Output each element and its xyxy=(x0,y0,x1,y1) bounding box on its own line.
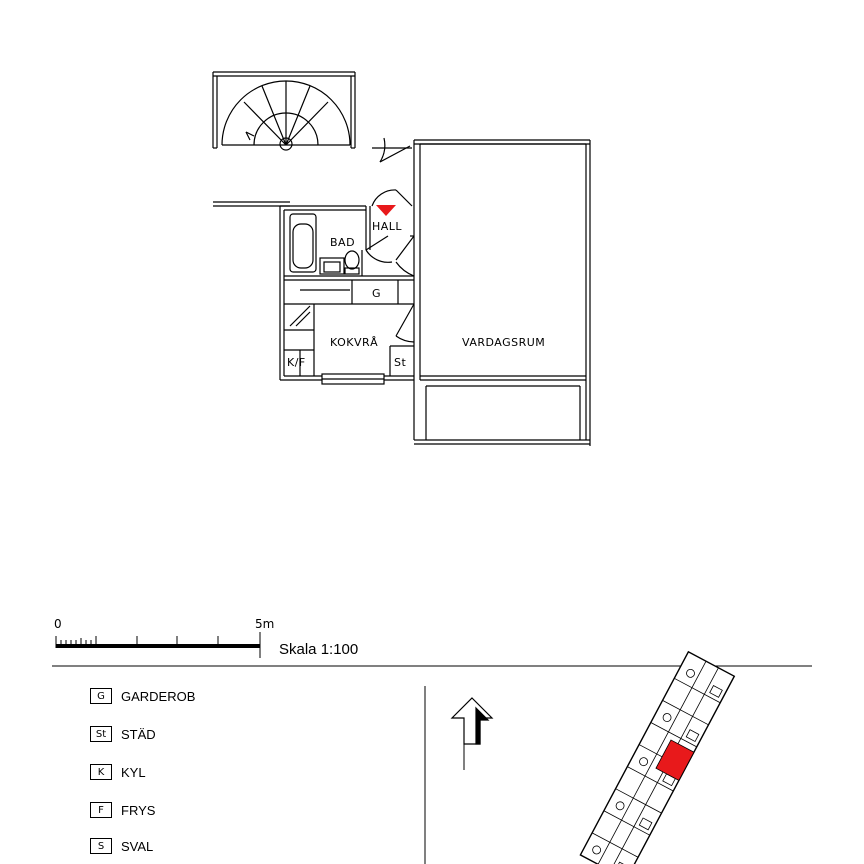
scale-text: Skala 1:100 xyxy=(279,641,358,658)
legend-label: KYL xyxy=(121,764,146,780)
kitchen-window xyxy=(321,373,385,385)
red-triangle-icon xyxy=(376,205,396,216)
legend-code: F xyxy=(90,802,112,818)
legend-item: S SVAL xyxy=(90,836,153,856)
bathtub xyxy=(289,213,317,273)
room-label-kf: K/F xyxy=(287,356,306,369)
legend-item: K KYL xyxy=(90,762,146,782)
legend-item: G GARDEROB xyxy=(90,686,195,706)
kitchen-door xyxy=(395,303,415,343)
room-label-hall: HALL xyxy=(372,220,402,233)
room-label-kokvra: KOKVRÅ xyxy=(330,336,378,349)
legend-label: STÄD xyxy=(121,726,156,742)
apartment-core-walls xyxy=(279,205,414,381)
legend-code: St xyxy=(90,726,112,742)
scale-max-label: 5m xyxy=(255,617,274,631)
room-label-garderob: G xyxy=(372,287,381,300)
scale-zero-label: 0 xyxy=(54,617,62,631)
legend-label: GARDEROB xyxy=(121,688,196,704)
kitchen-counter xyxy=(284,280,399,376)
legend-item: St STÄD xyxy=(90,724,156,744)
legend-code: K xyxy=(90,764,112,780)
bathroom-fixtures xyxy=(319,250,360,275)
legend-item: F FRYS xyxy=(90,800,155,820)
site-key-plan xyxy=(579,650,736,864)
legend-label: FRYS xyxy=(121,802,156,818)
entrance-door xyxy=(372,137,412,163)
legend-code: S xyxy=(90,838,112,854)
corridor-walls xyxy=(213,201,290,207)
vardagsrum-door xyxy=(395,235,415,277)
floor-plan xyxy=(212,71,591,446)
bathroom-door xyxy=(365,235,393,263)
room-label-bad: BAD xyxy=(330,236,355,249)
highlighted-apartment xyxy=(655,739,695,781)
scale-bar xyxy=(55,632,261,658)
balcony xyxy=(414,385,590,445)
room-label-st: St xyxy=(394,356,406,369)
north-arrow-icon xyxy=(450,697,494,770)
hall-door xyxy=(371,189,413,207)
staircase xyxy=(212,71,356,151)
legend-label: SVAL xyxy=(121,838,154,854)
vardagsrum-walls xyxy=(413,139,591,446)
room-label-vardagsrum: VARDAGSRUM xyxy=(462,336,545,349)
legend-code: G xyxy=(90,688,112,704)
